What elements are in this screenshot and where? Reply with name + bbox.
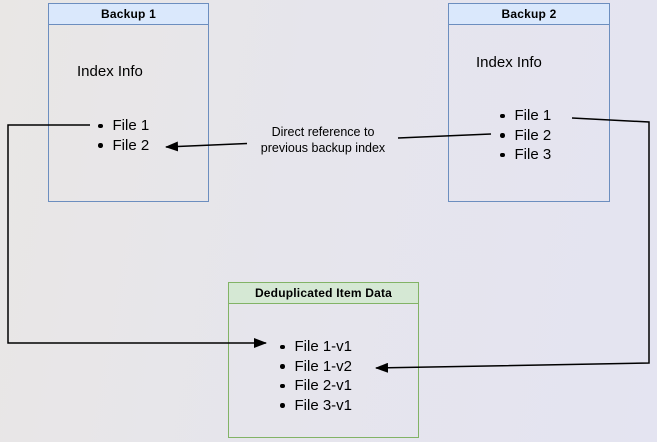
list-item: File 2 xyxy=(98,136,149,156)
direct-reference-label: Direct reference to previous backup inde… xyxy=(244,125,402,156)
list-item: File 2 xyxy=(500,126,551,146)
backup2-title: Backup 2 xyxy=(501,7,557,21)
bullet-icon xyxy=(98,143,103,148)
dedup-title: Deduplicated Item Data xyxy=(254,286,393,300)
list-item: File 1-v1 xyxy=(280,337,352,357)
direct-reference-line1: Direct reference to xyxy=(271,125,375,139)
bullet-icon xyxy=(280,383,285,388)
backup1-subtitle: Index Info xyxy=(77,63,143,80)
bullet-icon xyxy=(500,133,505,138)
list-item: File 3-v1 xyxy=(280,396,352,416)
backup2-box: Backup 2 xyxy=(448,3,610,202)
backup1-file-list: File 1 File 2 xyxy=(98,116,149,155)
dedup-file-1v1: File 1-v1 xyxy=(294,338,353,356)
list-item: File 2-v1 xyxy=(280,376,352,396)
dedup-file-3v1: File 3-v1 xyxy=(294,396,353,414)
backup1-file-2: File 2 xyxy=(112,136,150,154)
backup1-title: Backup 1 xyxy=(101,7,156,21)
dedup-header: Deduplicated Item Data xyxy=(229,283,418,304)
bullet-icon xyxy=(500,113,505,118)
bullet-icon xyxy=(500,152,505,157)
direct-reference-line2: previous backup index xyxy=(260,140,386,155)
dedup-file-list: File 1-v1 File 1-v2 File 2-v1 File 3-v1 xyxy=(280,337,352,415)
bullet-icon xyxy=(280,364,285,369)
list-item: File 1 xyxy=(500,106,551,126)
list-item: File 3 xyxy=(500,145,551,165)
dedup-file-2v1: File 2-v1 xyxy=(294,377,353,395)
bullet-icon xyxy=(280,344,285,349)
backup1-header: Backup 1 xyxy=(49,4,208,25)
backup2-file-3: File 3 xyxy=(514,146,552,164)
list-item: File 1-v2 xyxy=(280,357,352,377)
backup1-file-1: File 1 xyxy=(112,117,150,135)
backup2-subtitle: Index Info xyxy=(476,54,542,71)
backup2-header: Backup 2 xyxy=(449,4,609,25)
list-item: File 1 xyxy=(98,116,149,136)
dedup-box: Deduplicated Item Data xyxy=(228,282,419,438)
backup1-box: Backup 1 xyxy=(48,3,209,202)
dedup-file-1v2: File 1-v2 xyxy=(294,357,353,375)
backup2-file-list: File 1 File 2 File 3 xyxy=(500,106,551,165)
bullet-icon xyxy=(280,403,285,408)
bullet-icon xyxy=(98,123,103,128)
backup2-file-2: File 2 xyxy=(514,126,552,144)
backup2-file-1: File 1 xyxy=(514,107,552,125)
